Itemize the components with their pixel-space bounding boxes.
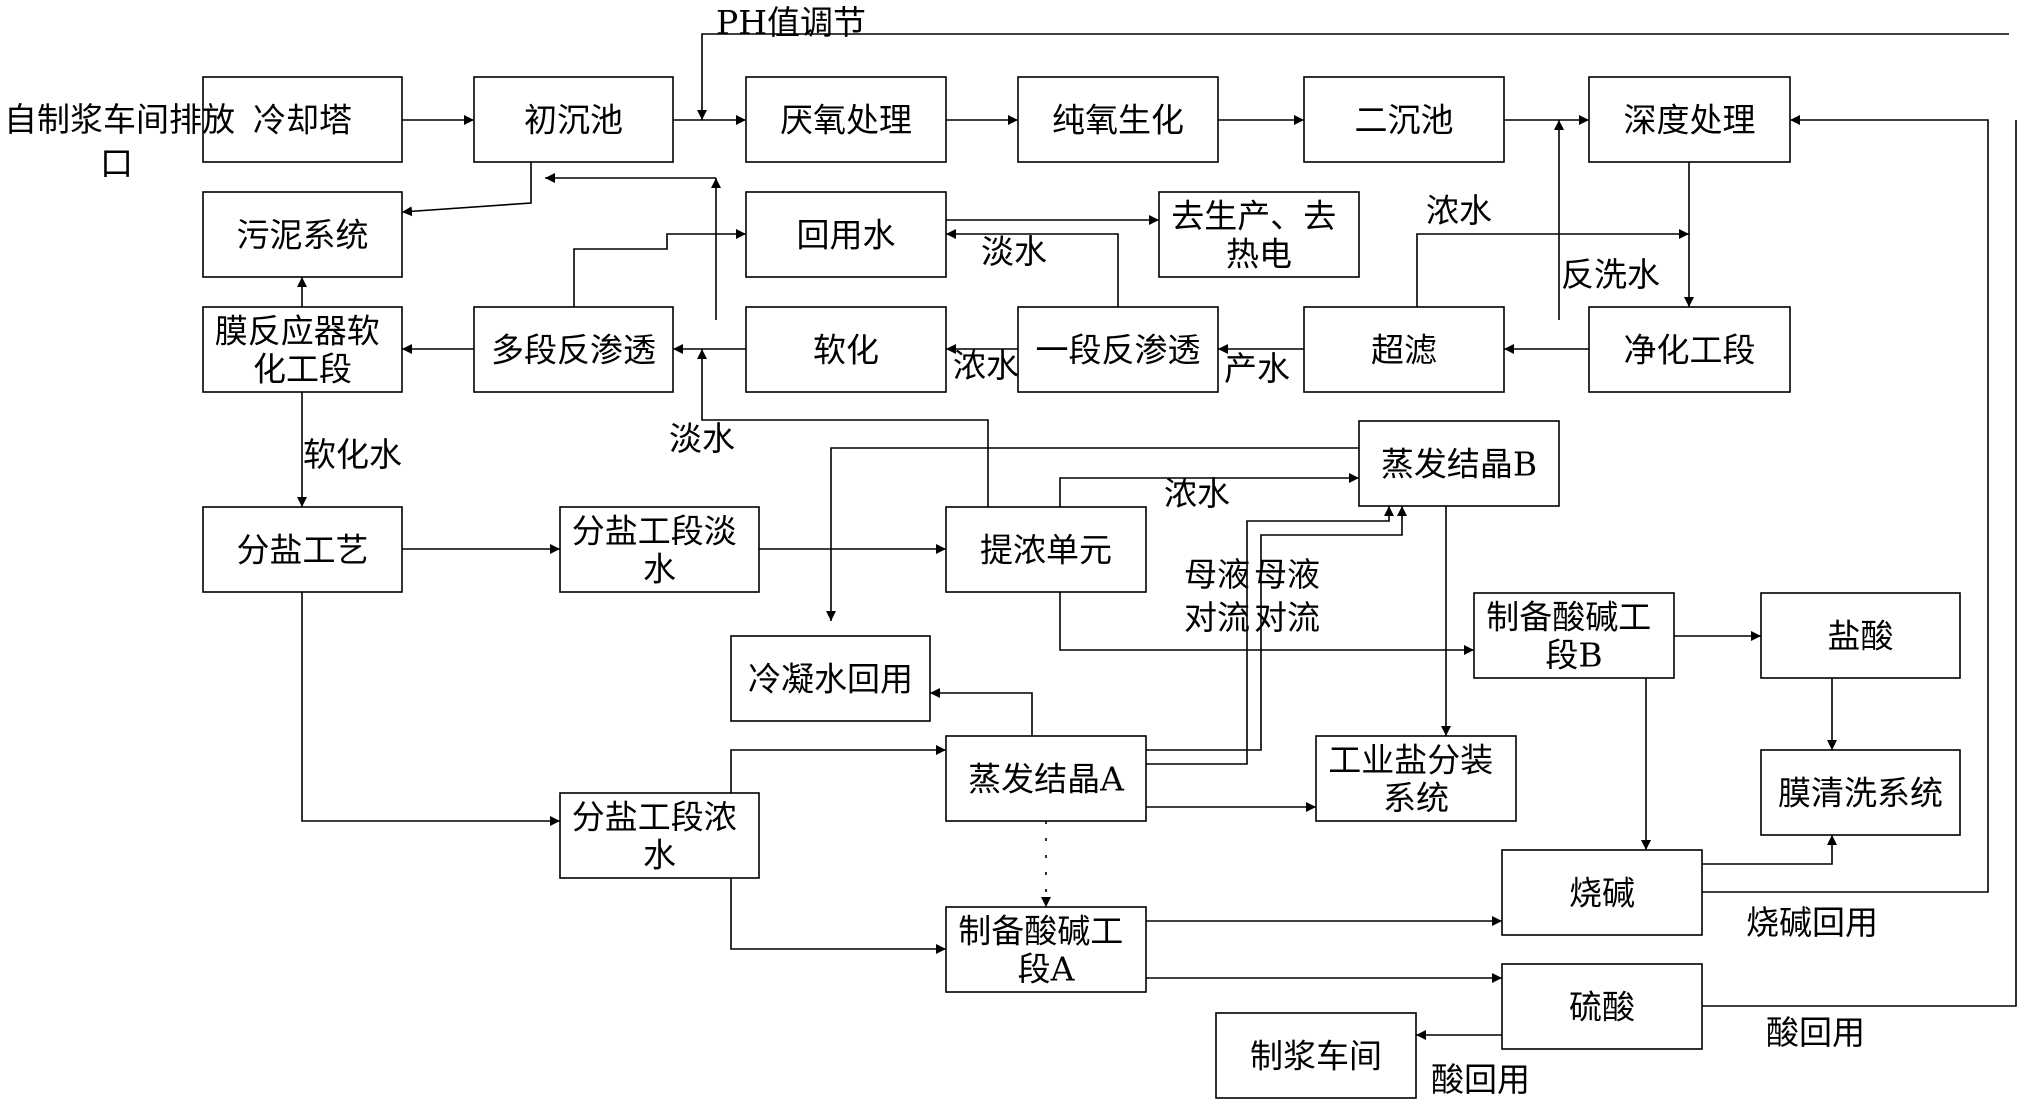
label-ph-adjust: PH值调节 [716, 3, 866, 42]
box-acid-base-a: 制备酸碱工 段A [945, 906, 1147, 993]
box-hydrochloric-acid-label: 盐酸 [1828, 616, 1894, 655]
box-evaporation-b-label: 蒸发结晶B [1381, 444, 1537, 483]
box-secondary-sedimentation: 二沉池 [1303, 76, 1505, 163]
flow-multi-ro-to-reuse [573, 229, 746, 307]
box-primary-sedimentation-label: 初沉池 [524, 100, 623, 139]
box-ultrafiltration: 超滤 [1303, 306, 1505, 393]
box-salt-fresh-water: 分盐工段淡 水 [559, 506, 760, 593]
label-fresh-water-concentration: 淡水 [669, 419, 735, 458]
box-industrial-salt: 工业盐分装 系统 [1315, 735, 1517, 822]
flow-mother-liquor-1 [1146, 506, 1394, 765]
box-acid-base-a-label: 制备酸碱工 段A [958, 911, 1134, 988]
flow-single-ro-fresh-to-reuse [946, 229, 1119, 307]
box-evaporation-b: 蒸发结晶B [1358, 420, 1560, 507]
box-pulping-workshop-label: 制浆车间 [1250, 1036, 1382, 1075]
flow-caustic-reuse [1702, 115, 1989, 893]
box-to-production-label: 去生产、去 热电 [1171, 196, 1347, 273]
label-concentrate-evap-b: 浓水 [1164, 474, 1230, 513]
box-multi-stage-ro-label: 多段反渗透 [491, 330, 656, 369]
label-backwash: 反洗水 [1561, 255, 1660, 294]
box-anaerobic-treatment: 厌氧处理 [745, 76, 947, 163]
flow-salt-concentrate-to-acid-base-a [730, 878, 946, 954]
box-membrane-cleaning-label: 膜清洗系统 [1778, 773, 1943, 812]
box-caustic-soda: 烧碱 [1501, 849, 1703, 936]
box-concentration-unit-label: 提浓单元 [980, 530, 1112, 569]
box-evaporation-a: 蒸发结晶A [945, 735, 1147, 822]
flow-connectors [297, 33, 2017, 1040]
box-single-stage-ro-label: 一段反渗透 [1036, 330, 1201, 369]
flow-concentration-fresh-to-multi-ro [697, 349, 989, 507]
box-cooling-tower-label: 冷却塔 [253, 100, 352, 139]
box-acid-base-b: 制备酸碱工 段B [1473, 592, 1675, 679]
box-reuse-water: 回用水 [745, 191, 947, 278]
box-multi-stage-ro: 多段反渗透 [473, 306, 674, 393]
box-concentration-unit: 提浓单元 [945, 506, 1147, 593]
box-advanced-treatment: 深度处理 [1588, 76, 1791, 163]
label-source-line2: 口 [100, 144, 133, 183]
box-reuse-water-label: 回用水 [797, 215, 896, 254]
flow-salt-sep-to-concentrate [301, 592, 560, 826]
box-sulfuric-acid-label: 硫酸 [1569, 987, 1635, 1026]
box-mbr-softening-label: 膜反应器软 化工段 [215, 311, 391, 388]
label-fresh-water-reuse: 淡水 [981, 232, 1047, 271]
box-sulfuric-acid: 硫酸 [1501, 963, 1703, 1050]
box-sludge-system: 污泥系统 [202, 191, 403, 278]
box-pure-oxygen-biochem-label: 纯氧生化 [1052, 100, 1184, 139]
label-mother-liquor-2: 母液 [1254, 555, 1320, 594]
flow-caustic-to-membrane-clean [1702, 835, 1837, 865]
box-salt-fresh-water-label: 分盐工段淡 水 [572, 511, 748, 588]
flow-salt-concentrate-to-evap-a [730, 745, 946, 807]
label-counter-flow-1: 对流 [1184, 598, 1250, 637]
box-to-production: 去生产、去 热电 [1158, 191, 1360, 278]
flow-primary-to-sludge [401, 162, 532, 217]
box-caustic-soda-label: 烧碱 [1569, 873, 1635, 912]
flow-evap-b-to-condensate [826, 447, 1359, 621]
box-salt-concentrate-label: 分盐工段浓 水 [572, 797, 748, 874]
box-condensate-reuse: 冷凝水回用 [730, 635, 931, 722]
label-mother-liquor-1: 母液 [1184, 555, 1250, 594]
box-primary-sedimentation: 初沉池 [473, 76, 674, 163]
flow-evap-a-to-condensate [930, 688, 1033, 736]
flow-acid-reuse [1702, 120, 2017, 1007]
label-counter-flow-2: 对流 [1254, 598, 1320, 637]
box-cooling-tower: 冷却塔 [202, 76, 403, 163]
box-salt-separation: 分盐工艺 [202, 506, 403, 593]
box-industrial-salt-label: 工业盐分装 系统 [1328, 740, 1504, 817]
label-softened-water: 软化水 [303, 435, 402, 474]
label-product-water: 产水 [1224, 349, 1290, 388]
label-caustic-reuse: 烧碱回用 [1746, 903, 1878, 942]
box-sludge-system-label: 污泥系统 [237, 215, 369, 254]
box-condensate-reuse-label: 冷凝水回用 [748, 659, 913, 698]
box-advanced-treatment-label: 深度处理 [1624, 100, 1756, 139]
label-concentrate-uf: 浓水 [1426, 191, 1492, 230]
label-source-line1: 自制浆车间排放 [4, 100, 235, 139]
box-acid-base-b-label: 制备酸碱工 段B [1486, 597, 1662, 674]
box-salt-concentrate: 分盐工段浓 水 [559, 792, 760, 879]
box-salt-separation-label: 分盐工艺 [237, 530, 369, 569]
label-acid-reuse-bottom: 酸回用 [1431, 1060, 1530, 1099]
flow-concentration-to-evap-b [1059, 473, 1359, 507]
flow-mother-liquor-2 [1146, 506, 1407, 751]
flow-concentration-to-acid-base-b [1059, 592, 1474, 655]
box-softening: 软化 [745, 306, 947, 393]
box-membrane-cleaning: 膜清洗系统 [1760, 749, 1961, 836]
box-mbr-softening: 膜反应器软 化工段 [202, 306, 403, 393]
box-pure-oxygen-biochem: 纯氧生化 [1017, 76, 1219, 163]
flow-uf-concentrate-to-advanced [1416, 229, 1689, 307]
box-anaerobic-treatment-label: 厌氧处理 [780, 100, 912, 139]
box-softening-label: 软化 [813, 330, 879, 369]
box-purification: 净化工段 [1588, 306, 1791, 393]
label-concentrate-softening: 浓水 [953, 346, 1019, 385]
box-purification-label: 净化工段 [1624, 330, 1756, 369]
box-hydrochloric-acid: 盐酸 [1760, 592, 1961, 679]
box-evaporation-a-label: 蒸发结晶A [968, 759, 1125, 798]
label-acid-reuse-right: 酸回用 [1766, 1013, 1865, 1052]
box-single-stage-ro: 一段反渗透 [1017, 306, 1219, 393]
box-secondary-sedimentation-label: 二沉池 [1355, 100, 1454, 139]
box-pulping-workshop: 制浆车间 [1215, 1012, 1417, 1099]
box-ultrafiltration-label: 超滤 [1371, 330, 1437, 369]
flow-ph-adjust [697, 33, 2009, 120]
